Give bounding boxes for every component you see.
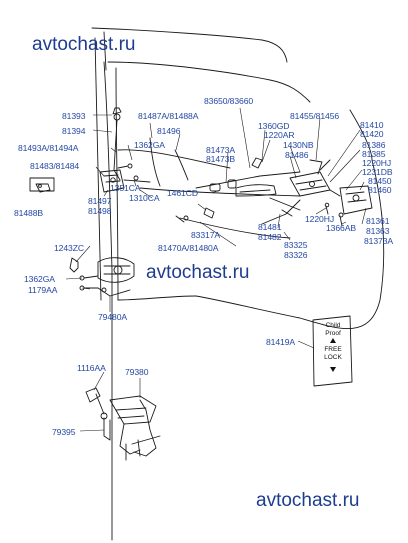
- part-label-81487a: 81487A/81488A: [138, 111, 199, 121]
- hinge-79380: [85, 387, 161, 461]
- part-label-1362ga-top: 1362GA: [134, 140, 165, 150]
- bracket-81483: [29, 177, 55, 193]
- part-label-1116aa: 1116AA: [77, 363, 106, 373]
- card-text-proof: Proof: [325, 330, 341, 337]
- outside-handle-83650: [235, 184, 277, 197]
- part-label-81482: 81482: [258, 232, 282, 242]
- part-label-81498: 81498: [88, 206, 112, 216]
- bolts-1366ab: [324, 202, 344, 227]
- part-label-83326: 83326: [284, 250, 308, 260]
- part-label-81419a: 81419A: [266, 337, 296, 347]
- part-label-81410: 81410: [360, 120, 384, 130]
- part-label-79480a: 79480A: [98, 312, 128, 322]
- part-label-1461cd: 1461CD: [167, 188, 198, 198]
- part-label-81455: 81455/81456: [290, 111, 340, 121]
- part-label-83650: 83650/83660: [204, 96, 254, 106]
- part-label-81486: 81486: [285, 150, 309, 160]
- part-label-81483: 81483/81484: [30, 161, 80, 171]
- part-label-81493a: 81493A/81494A: [18, 143, 79, 153]
- door-outline: [91, 27, 385, 541]
- part-label-81361: 81361: [366, 216, 390, 226]
- child-lock-card: [312, 315, 353, 387]
- part-label-1360gd: 1360GD: [258, 121, 290, 131]
- part-label-1220hj-right: 1220HJ: [362, 158, 392, 168]
- card-text-lock: LOCK: [324, 354, 342, 361]
- watermark-middle: avtochast.ru: [146, 262, 250, 283]
- part-label-79380: 79380: [125, 367, 149, 377]
- part-label-81497: 81497: [88, 196, 112, 206]
- part-label-81473b: 81473B: [206, 154, 236, 164]
- part-label-1220hj-mid: 1220HJ: [305, 214, 335, 224]
- part-label-83317a: 83317A: [191, 230, 221, 240]
- bolts-1362ga-top: [117, 163, 139, 181]
- part-label-1366ab: 1366AB: [326, 223, 356, 233]
- part-label-81394: 81394: [62, 126, 86, 136]
- part-label-81393: 81393: [62, 111, 86, 121]
- part-label-1351ca: 1351CA: [110, 183, 141, 193]
- inside-handle-assembly: [99, 169, 151, 193]
- part-label-81363: 81363: [366, 226, 390, 236]
- arrow-up-icon: [330, 338, 336, 343]
- card-text-child: Child: [325, 322, 341, 329]
- bolt-1243zc: [69, 257, 79, 273]
- part-label-79395: 79395: [52, 427, 76, 437]
- part-label-83325: 83325: [284, 240, 308, 250]
- part-label-1231db: 1231DB: [362, 167, 393, 177]
- part-label-1310ca: 1310CA: [129, 193, 160, 203]
- striker-79480a: [79, 257, 135, 297]
- part-label-81420: 81420: [360, 129, 384, 139]
- leader-lines: [65, 107, 367, 432]
- card-text-free: FREE: [324, 346, 342, 353]
- part-label-81385: 81385: [362, 149, 386, 159]
- part-label-1362ga-low: 1362GA: [24, 274, 55, 284]
- part-label-81386: 81386: [362, 140, 386, 150]
- watermark-top: avtochast.ru: [32, 34, 136, 55]
- part-label-81481: 81481: [258, 222, 282, 232]
- watermark-bottom: avtochast.ru: [256, 490, 360, 511]
- part-label-1243zc: 1243ZC: [54, 243, 84, 253]
- rod-81481: [261, 199, 301, 225]
- actuator-81450: [329, 185, 373, 215]
- part-label-81496: 81496: [157, 126, 181, 136]
- part-label-1220ar: 1220AR: [264, 130, 295, 140]
- part-label-81460: 81460: [368, 185, 392, 195]
- part-label-1179aa: 1179AA: [28, 285, 58, 295]
- part-label-81450: 81450: [368, 176, 392, 186]
- part-label-81488b: 81488B: [14, 208, 44, 218]
- arrow-down-icon: [330, 367, 336, 372]
- part-label-81470a: 81470A/81480A: [158, 243, 219, 253]
- part-label-81373a: 81373A: [364, 236, 394, 246]
- cable-83317a: [175, 207, 291, 239]
- rod-81493a: [112, 107, 122, 181]
- part-label-1430nb: 1430NB: [283, 140, 314, 150]
- part-label-81473a: 81473A: [206, 145, 236, 155]
